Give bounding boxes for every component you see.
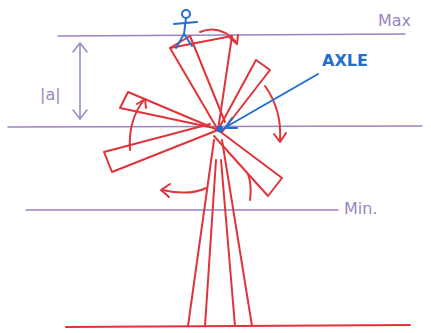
max-label: Max	[378, 12, 411, 30]
min-label: Min.	[344, 200, 377, 218]
amplitude-label: |a|	[40, 86, 61, 104]
axle-label: AXLE	[322, 52, 368, 70]
